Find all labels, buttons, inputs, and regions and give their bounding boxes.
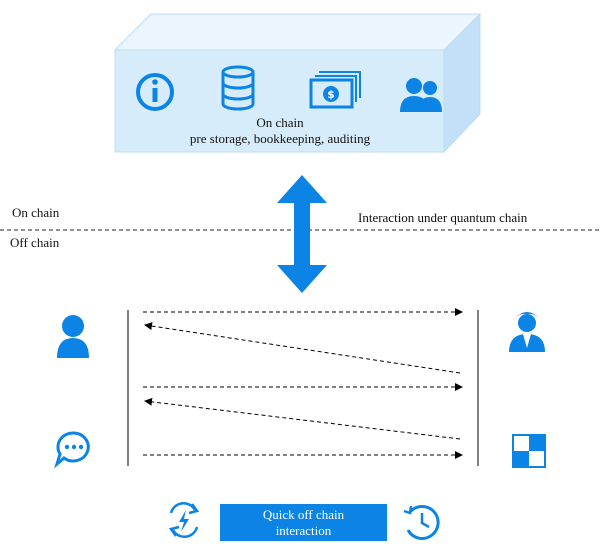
onchain-box-subtitle: pre storage, bookkeeping, auditing [189,131,371,146]
app-block-icon [512,434,546,468]
users-icon [400,78,442,112]
onchain-box-top [113,13,482,51]
business-person-icon [509,312,545,352]
message-arrow-4 [144,397,461,440]
quick-label-line1: Quick off chain [262,506,345,522]
on-chain-label: On chain [12,205,60,220]
chat-bubble-icon [54,431,90,469]
database-icon [221,65,255,111]
money-icon: $ [309,71,361,109]
quick-offchain-interaction-box: Quick off chain interaction [220,504,387,541]
message-arrow-2 [144,322,461,374]
person-icon [57,315,89,358]
onchain-box-label: On chain pre storage, bookkeeping, audit… [115,115,445,147]
off-chain-label: Off chain [10,235,60,250]
info-icon [136,73,174,111]
quantum-chain-interaction-label: Interaction under quantum chain [358,210,528,225]
message-arrows [143,308,463,459]
clock-icon [403,504,440,540]
onchain-box-title: On chain [256,115,304,130]
refresh-lightning-icon [168,501,200,539]
quick-label-line2: interaction [275,522,332,538]
onchain-offchain-double-arrow [277,175,327,293]
svg-text:$: $ [327,88,335,101]
